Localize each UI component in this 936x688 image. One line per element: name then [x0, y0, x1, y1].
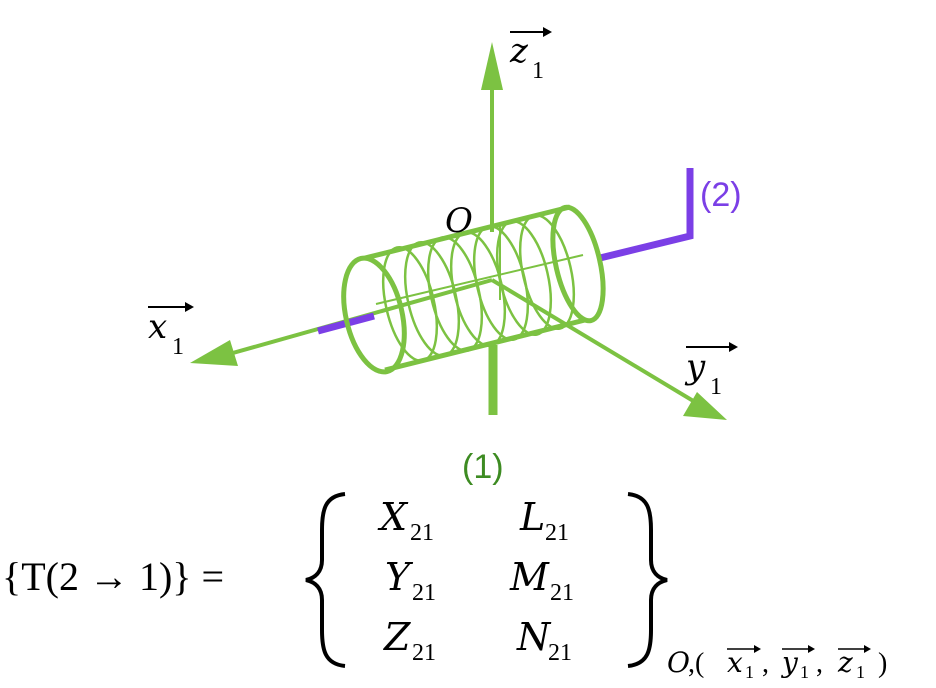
svg-text:x: x	[148, 307, 167, 347]
matrix-row-2: Y 21 M 21	[385, 555, 574, 606]
z-axis-label: z 1	[509, 27, 552, 84]
matrix-row-3: Z 21 N 21	[383, 615, 572, 666]
right-brace	[627, 492, 668, 668]
y-axis-label: y 1	[684, 342, 738, 400]
torsor-lhs: {T(2 → 1)} =	[2, 554, 224, 599]
svg-text:1: 1	[745, 662, 754, 682]
svg-text:Y: Y	[385, 555, 414, 599]
svg-text:Z: Z	[383, 615, 411, 659]
svg-text:L: L	[519, 495, 545, 539]
left-brace	[305, 492, 346, 668]
svg-text:N: N	[516, 615, 552, 659]
svg-text:y: y	[780, 646, 799, 679]
svg-text:1: 1	[800, 662, 809, 682]
x-axis-arrowhead	[190, 340, 238, 366]
svg-text:1: 1	[172, 334, 184, 360]
svg-text:x: x	[727, 646, 743, 679]
svg-text:): )	[878, 648, 887, 679]
svg-text:1: 1	[710, 374, 722, 400]
svg-text:21: 21	[412, 580, 436, 606]
z-axis-arrowhead	[481, 42, 503, 90]
y-axis-arrowhead	[683, 392, 727, 420]
svg-text:X: X	[377, 495, 409, 539]
svg-text:O: O	[667, 646, 690, 679]
origin-label: O	[445, 201, 473, 241]
svg-text:,(: ,(	[688, 648, 704, 679]
svg-text:M: M	[509, 555, 550, 599]
svg-text:21: 21	[410, 520, 434, 546]
svg-text:z: z	[509, 31, 529, 71]
svg-text:21: 21	[412, 640, 436, 666]
x-axis-label: x 1	[148, 302, 194, 360]
svg-text:21: 21	[550, 580, 574, 606]
svg-text:21: 21	[545, 520, 569, 546]
svg-text:21: 21	[548, 640, 572, 666]
svg-text:z: z	[837, 646, 853, 679]
svg-text:1: 1	[532, 58, 544, 84]
part2-label: (2)	[700, 176, 742, 214]
torsor-equation: {T(2 → 1)} = X 21 L 21 Y 21 M 21 Z 21 N …	[2, 492, 887, 682]
matrix-row-1: X 21 L 21	[377, 495, 569, 546]
torsor-subscript: O ,( x 1 , y 1 , z 1 )	[667, 645, 887, 682]
y-axis	[490, 278, 707, 410]
part1-label: (1)	[462, 448, 504, 486]
bushing-cylinder	[341, 204, 606, 375]
svg-text:,: ,	[762, 648, 769, 679]
svg-text:,: ,	[816, 648, 823, 679]
svg-text:y: y	[684, 347, 706, 387]
svg-text:1: 1	[856, 662, 865, 682]
